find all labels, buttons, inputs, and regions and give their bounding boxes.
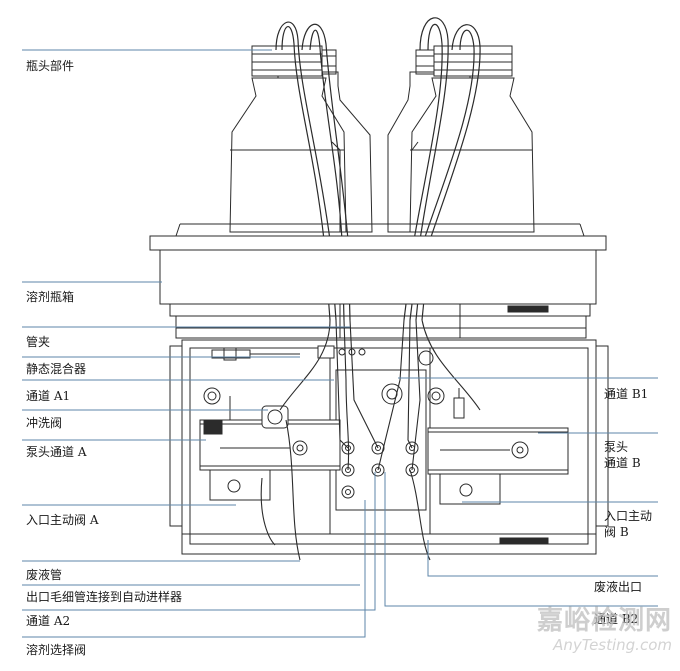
label-waste-tube: 废液管 <box>26 568 63 582</box>
watermark: 嘉峪检测网 AnyTesting.com <box>537 606 672 654</box>
label-inlet-valve-b-line1: 入口主动 <box>604 509 653 523</box>
label-purge-valve: 冲洗阀 <box>26 416 63 430</box>
internal-tubing <box>260 319 481 561</box>
watermark-cn: 嘉峪检测网 <box>536 606 672 636</box>
solvent-tubing <box>275 17 481 321</box>
label-pump-head-b-line1: 泵头 <box>604 440 629 454</box>
leader-channel-b2 <box>384 472 658 607</box>
label-channel-a2: 通道 A2 <box>26 614 71 628</box>
watermark-en: AnyTesting.com <box>553 636 672 654</box>
label-waste-outlet: 废液出口 <box>594 580 643 594</box>
label-channel-a1: 通道 A1 <box>26 389 71 403</box>
label-solvent-select-valve: 溶剂选择阀 <box>26 643 87 657</box>
leader-lines <box>22 49 658 638</box>
left-bottle-front <box>229 45 347 233</box>
label-outlet-capillary: 出口毛细管连接到自动进样器 <box>26 590 183 604</box>
leader-waste-outlet <box>427 540 658 577</box>
solvent-selection-valve <box>341 350 434 499</box>
leader-solvent-select-valve <box>22 500 366 638</box>
device-drawing <box>149 17 609 561</box>
label-tube-clip: 管夹 <box>26 335 51 349</box>
leader-channel-a2 <box>22 472 376 611</box>
solvent-cabinet <box>149 223 607 339</box>
label-channel-b2: 通道 B2 <box>594 612 639 626</box>
pump-head-a <box>199 387 341 501</box>
static-mixer <box>211 345 366 361</box>
label-pump-head-a: 泵头通道 A <box>26 445 87 459</box>
pump-head-b <box>427 387 569 505</box>
label-bottle-head: 瓶头部件 <box>26 59 75 73</box>
pump-module <box>169 339 609 555</box>
label-pump-head-b-line2: 通道 B <box>604 456 641 470</box>
label-solvent-cabinet: 溶剂瓶箱 <box>26 290 75 304</box>
label-channel-b1: 通道 B1 <box>604 387 649 401</box>
label-inlet-valve-a: 入口主动阀 A <box>26 513 99 527</box>
label-static-mixer: 静态混合器 <box>26 362 87 376</box>
label-inlet-valve-b-line2: 阀 B <box>604 525 629 539</box>
